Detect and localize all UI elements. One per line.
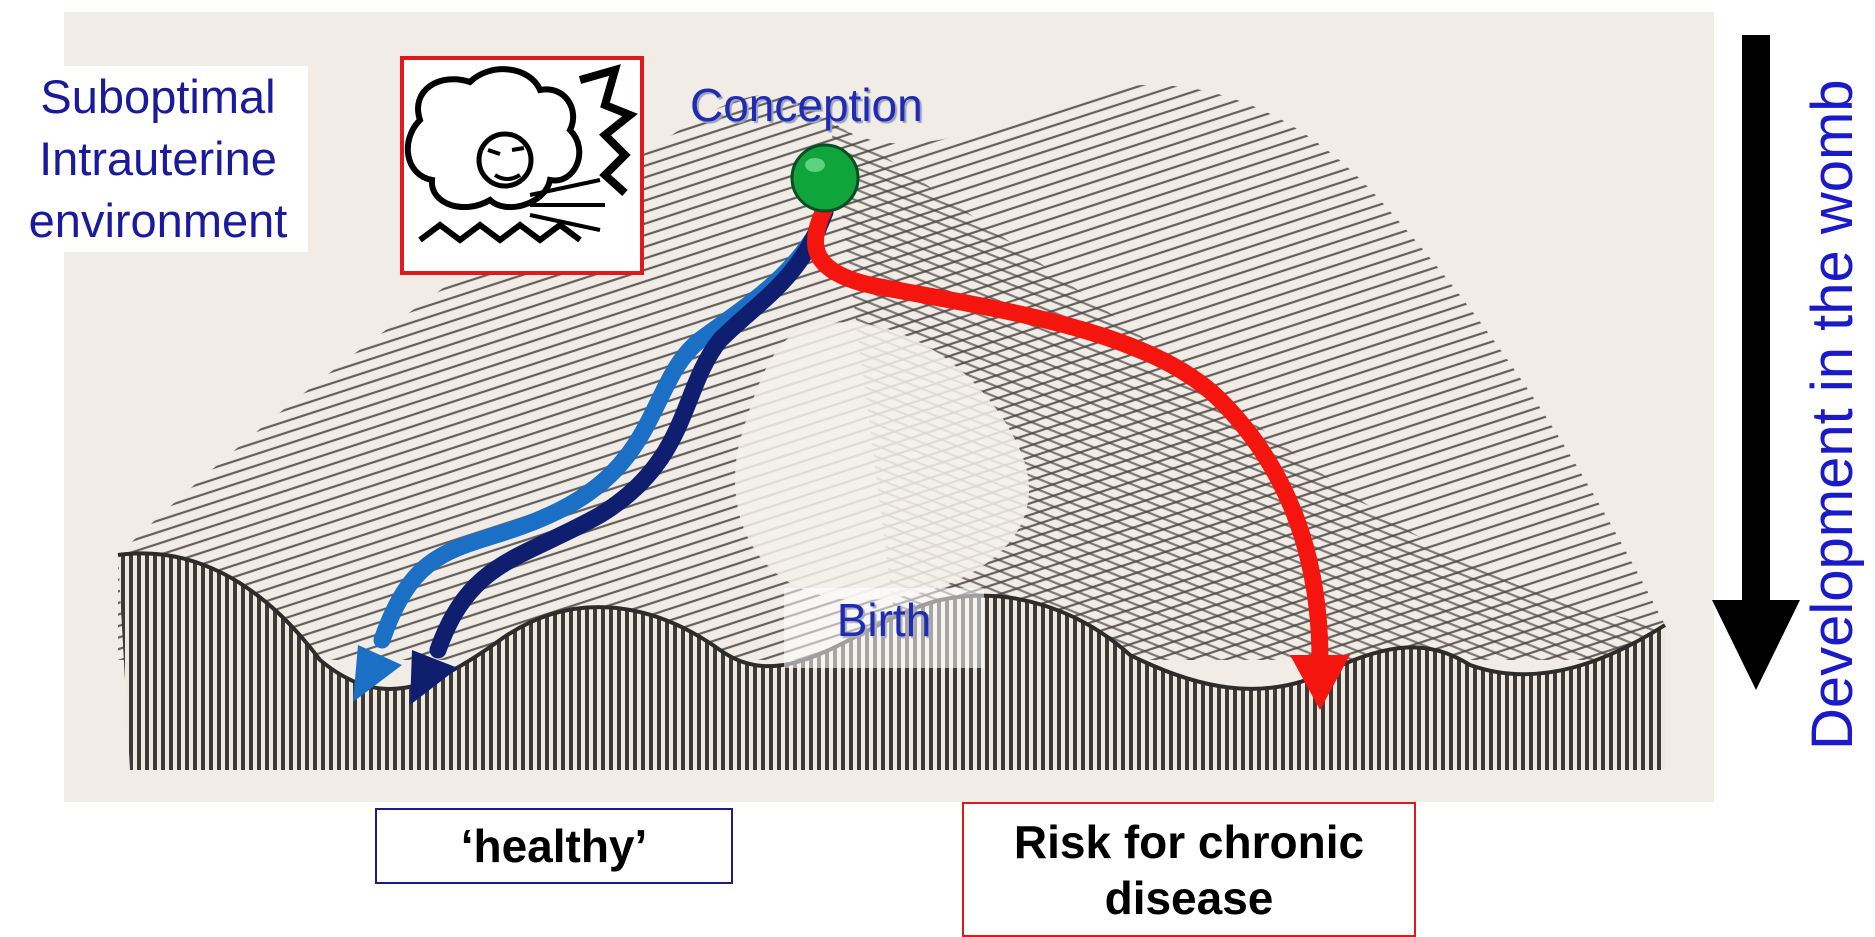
healthy-outcome-box: ‘healthy’ (375, 808, 733, 884)
environment-line-2: Intrauterine (8, 128, 308, 190)
ball-shine (805, 158, 825, 172)
risk-line-2: disease (1105, 870, 1274, 926)
risk-line-1: Risk for chronic (1014, 814, 1364, 870)
environment-line-1: Suboptimal (8, 66, 308, 128)
birth-label: Birth (784, 588, 984, 668)
wind-god-icon (402, 58, 642, 273)
healthy-outcome-text: ‘healthy’ (461, 819, 648, 873)
suboptimal-environment-label: Suboptimal Intrauterine environment (8, 66, 308, 252)
development-label: Development in the womb (1795, 10, 1870, 750)
development-arrow-shaft (1742, 35, 1770, 605)
environment-line-3: environment (8, 190, 308, 252)
risk-outcome-box: Risk for chronic disease (962, 802, 1416, 937)
down-arrow-icon (1712, 600, 1800, 690)
conception-label: Conception (690, 78, 923, 132)
green-ball-icon (792, 145, 858, 211)
